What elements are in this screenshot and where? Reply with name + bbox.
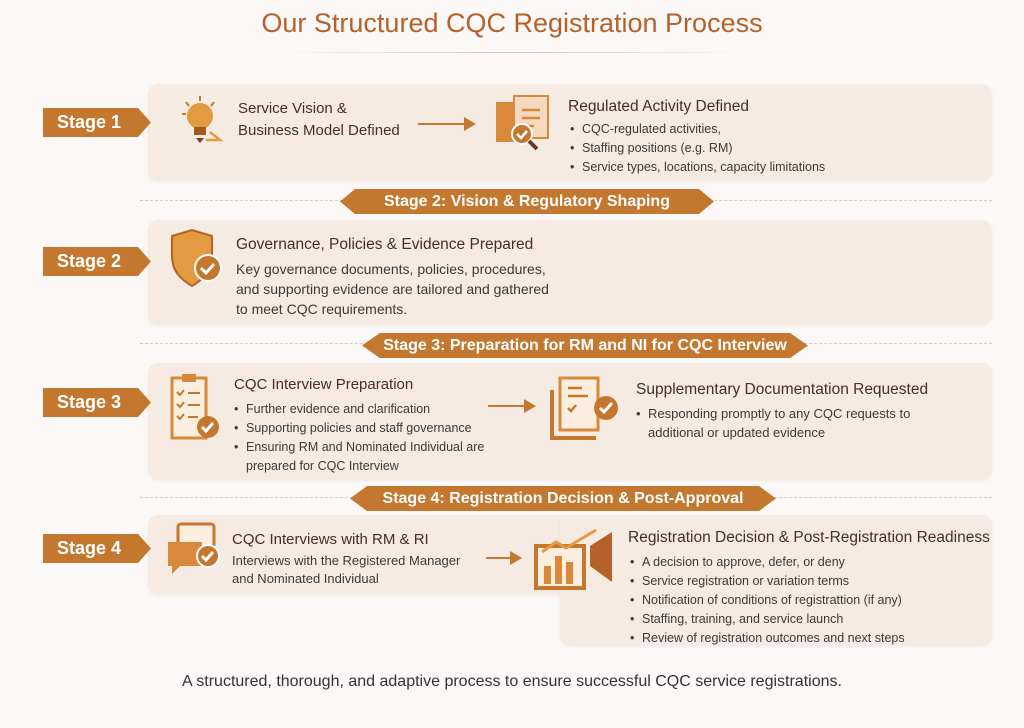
stage-3-banner: Stage 3: Preparation for RM and NI for C… <box>362 333 808 358</box>
page-title: Our Structured CQC Registration Process <box>261 8 763 38</box>
flow-arrow <box>418 117 476 131</box>
stage-4-left-description: Interviews with the Registered Manager a… <box>232 552 460 588</box>
stage-2-banner: Stage 2: Vision & Regulatory Shaping <box>340 189 714 214</box>
stage-4-banner: Stage 4: Registration Decision & Post-Ap… <box>350 486 776 511</box>
flow-arrow <box>486 551 522 565</box>
stage-1-bullets: CQC-regulated activities, Staffing posit… <box>570 120 825 177</box>
stage-3-left-bullets: Further evidence and clarification Suppo… <box>234 400 514 476</box>
stage-2-description: Key governance documents, policies, proc… <box>236 259 549 319</box>
description-line: to meet CQC requirements. <box>236 301 408 317</box>
stage-2-heading: Governance, Policies & Evidence Prepared <box>236 236 534 253</box>
bullet-item: Ensuring RM and Nominated Individual are… <box>234 438 514 476</box>
bullet-item: A decision to approve, defer, or deny <box>630 553 905 572</box>
shield-check-icon <box>171 228 222 288</box>
bullet-item: CQC-regulated activities, <box>570 120 825 139</box>
bullet-item: Supporting policies and staff governance <box>234 419 514 438</box>
bullet-item: Review of registration outcomes and next… <box>630 629 905 648</box>
chat-check-icon <box>168 522 220 574</box>
heading-line: Service Vision & <box>238 100 347 117</box>
description-line: and Nominated Individual <box>232 571 379 586</box>
bullet-item: Further evidence and clarification <box>234 400 514 419</box>
bullet-item: Staffing, training, and service launch <box>630 610 905 629</box>
stage-1-badge: Stage 1 <box>43 108 151 137</box>
clipboard-check-icon <box>170 374 219 440</box>
stage-3-left-heading: CQC Interview Preparation <box>234 376 414 393</box>
bullet-item: Responding promptly to any CQC requests … <box>636 404 926 442</box>
growth-chart-icon <box>534 528 612 590</box>
stage-4-left-heading: CQC Interviews with RM & RI <box>232 531 429 548</box>
document-search-icon <box>496 95 549 151</box>
stage-1-right-heading: Regulated Activity Defined <box>568 98 749 115</box>
stage-3-badge: Stage 3 <box>43 388 151 417</box>
stage-4-right-heading: Registration Decision & Post-Registratio… <box>628 529 990 546</box>
heading-line: Business Model Defined <box>238 122 400 139</box>
stage-4-badge: Stage 4 <box>43 534 151 563</box>
bullet-item: Staffing positions (e.g. RM) <box>570 139 825 158</box>
bullet-item: Notification of conditions of registratt… <box>630 591 905 610</box>
title-divider <box>275 52 750 53</box>
bullet-item: Service types, locations, capacity limit… <box>570 158 825 177</box>
stage-3-right-heading: Supplementary Documentation Requested <box>636 381 929 398</box>
stage-2-badge: Stage 2 <box>43 247 151 276</box>
description-line: and supporting evidence are tailored and… <box>236 281 549 297</box>
documents-check-icon <box>550 376 618 440</box>
bullet-item: Service registration or variation terms <box>630 572 905 591</box>
lightbulb-icon <box>182 96 224 143</box>
stage-1-left-heading: Service Vision & Business Model Defined <box>238 98 400 142</box>
stage-2-panel <box>148 220 992 325</box>
footer-tagline: A structured, thorough, and adaptive pro… <box>182 673 842 690</box>
description-line: Interviews with the Registered Manager <box>232 553 461 568</box>
stage-4-right-bullets: A decision to approve, defer, or deny Se… <box>630 553 905 648</box>
description-line: Key governance documents, policies, proc… <box>236 261 546 277</box>
stage-3-right-bullets: Responding promptly to any CQC requests … <box>636 404 926 442</box>
flow-arrow <box>488 399 536 413</box>
